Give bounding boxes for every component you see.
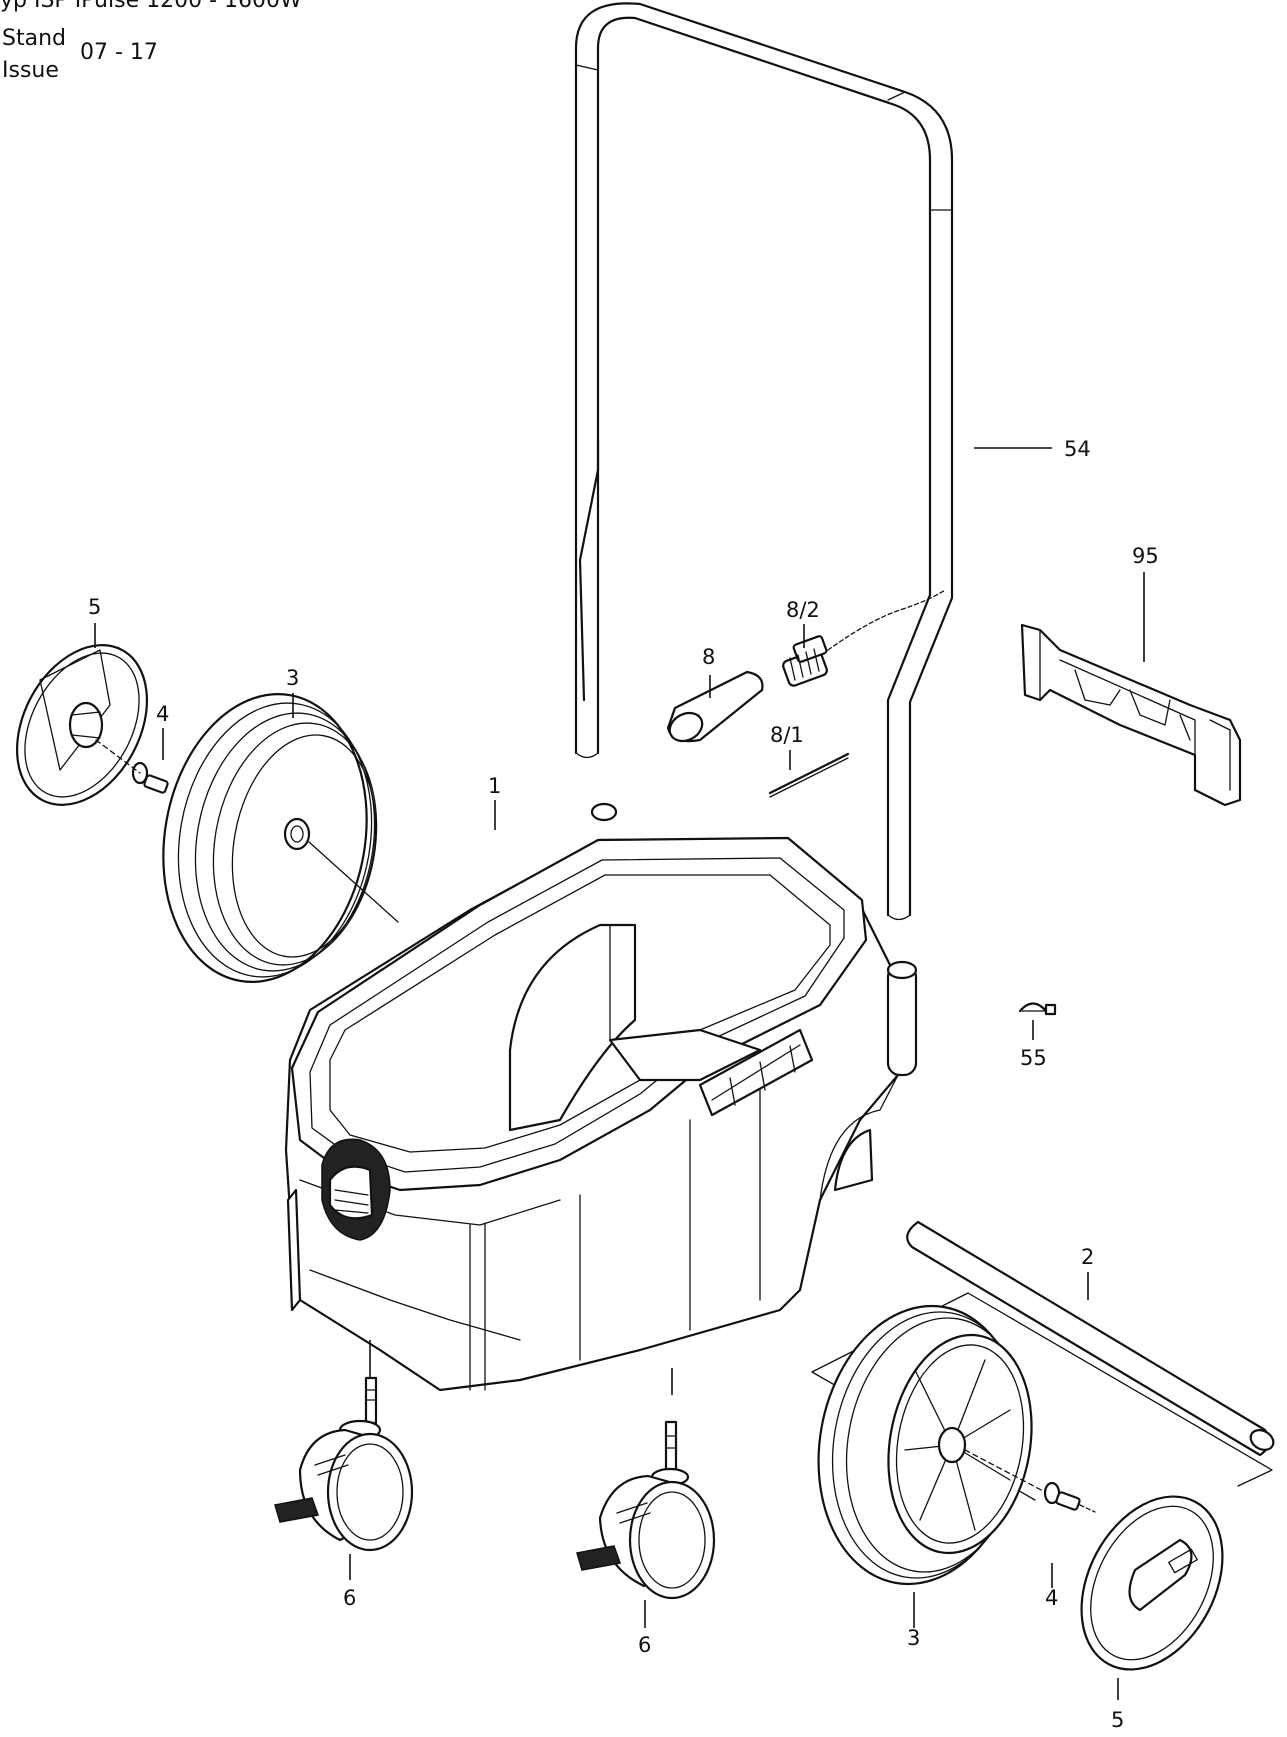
hub-cap-left-part: [15, 644, 149, 806]
callout-5-right: 5: [1111, 1708, 1124, 1732]
callout-2: 2: [1081, 1245, 1094, 1269]
callout-1: 1: [488, 774, 501, 798]
callout-8-1: 8/1: [770, 723, 804, 747]
bolt-left-part: [95, 739, 169, 794]
callout-55: 55: [1020, 1046, 1047, 1070]
header-issue-date: 07 - 17: [80, 40, 158, 65]
callout-8-2: 8/2: [786, 598, 820, 622]
hub-cap-right-part: [1080, 1495, 1224, 1671]
callout-6-right: 6: [638, 1633, 651, 1657]
tube-part: [666, 670, 764, 743]
header-issue-label: Issue: [2, 58, 59, 83]
callout-3-right: 3: [907, 1626, 920, 1650]
plug-part: [782, 589, 946, 687]
callout-95: 95: [1132, 544, 1159, 568]
header-model: yp ISP IPulse 1200 - 1600W: [0, 0, 302, 13]
castor-right-part: [576, 1420, 716, 1600]
wheel-left-part: [162, 693, 399, 983]
callout-6-left: 6: [343, 1586, 356, 1610]
container-body-part: [284, 802, 918, 1392]
castor-left-part: [274, 1376, 414, 1552]
clip-part: [1018, 1002, 1057, 1016]
push-handle-part: [574, 2, 954, 921]
leader-lines: [94, 447, 1145, 1700]
callout-4-left: 4: [156, 702, 169, 726]
callout-5-left: 5: [88, 595, 101, 619]
callout-4-right: 4: [1045, 1586, 1058, 1610]
pin-part: [768, 752, 850, 798]
bracket-part: [1020, 623, 1242, 807]
callout-8: 8: [702, 645, 715, 669]
wheel-right-part: [817, 1304, 1046, 1586]
callout-3-left: 3: [286, 666, 299, 690]
bolt-right-part: [1043, 1481, 1096, 1513]
header-stand-label: Stand: [2, 26, 66, 51]
callout-54: 54: [1064, 437, 1091, 461]
